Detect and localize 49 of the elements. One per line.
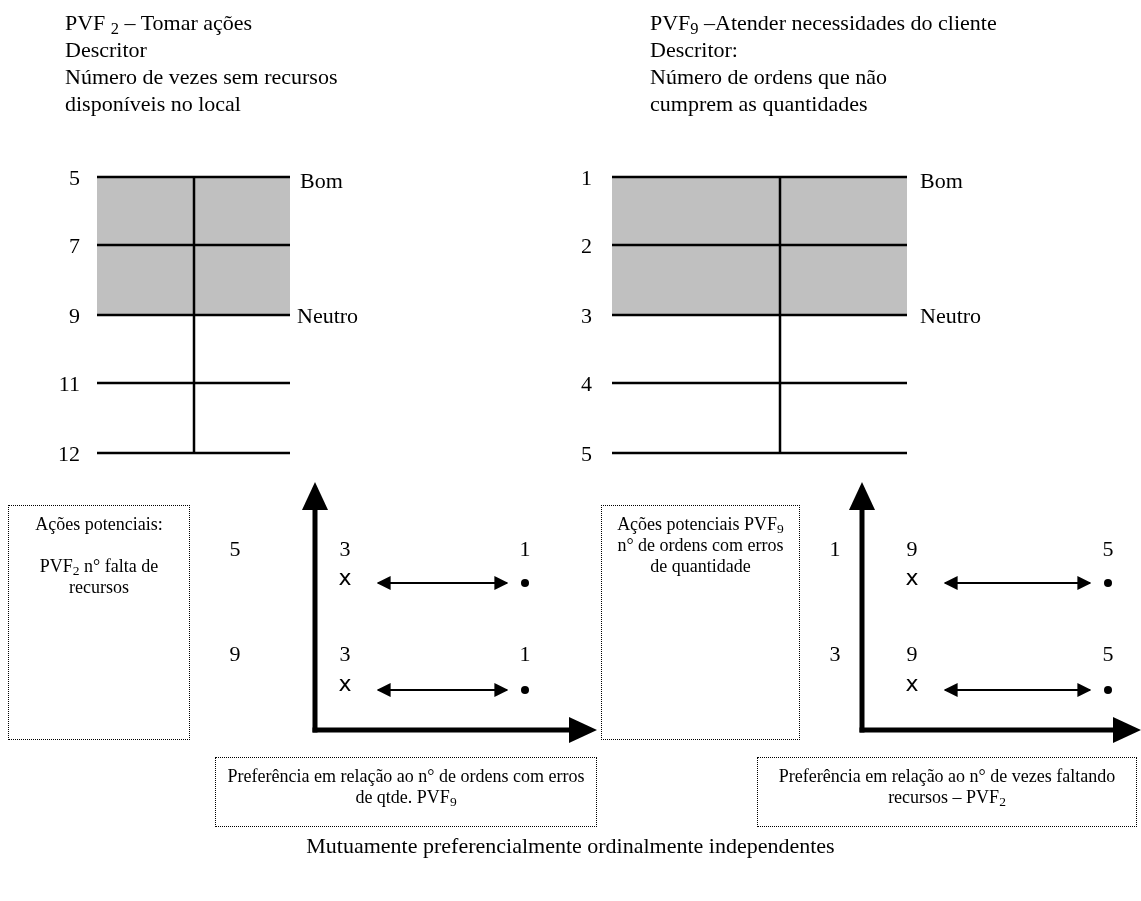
scale-anchor-label: Bom bbox=[920, 166, 963, 194]
x-mark: x bbox=[903, 672, 921, 696]
scale-value: 12 bbox=[58, 439, 80, 467]
caption: Mutuamente preferencialmente ordinalmente independentes bbox=[305, 832, 836, 859]
scale-value: 4 bbox=[581, 369, 592, 397]
dotted-text-box: Preferência em relação ao n° de ordens com erros de qtde. PVF$_{9}$ bbox=[215, 757, 597, 827]
dotted-text-box: Preferência em relação ao n° de vezes faltando recursos – PVF$_{2}$ bbox=[757, 757, 1137, 827]
double-arrow bbox=[943, 683, 1092, 697]
heading-text: Descritor: bbox=[650, 35, 738, 63]
heading-text: Número de vezes sem recursos disponíveis no local bbox=[65, 63, 339, 117]
double-arrow bbox=[943, 576, 1092, 590]
dotted-text-box: Ações potenciais PVF$_{9}$ n° de ordens com erros de quantidade bbox=[601, 505, 800, 740]
dot-mark bbox=[521, 686, 529, 694]
score-number: 3 bbox=[829, 639, 841, 667]
scale-value: 2 bbox=[581, 231, 592, 259]
heading-text: Descritor bbox=[65, 35, 147, 63]
dot-mark bbox=[521, 579, 529, 587]
double-arrow bbox=[376, 576, 509, 590]
scale-value: 7 bbox=[69, 231, 80, 259]
score-number: 3 bbox=[339, 534, 351, 562]
scale-anchor-label: Bom bbox=[300, 166, 343, 194]
scale-anchor-label: Neutro bbox=[297, 301, 359, 329]
scale-value: 11 bbox=[58, 369, 80, 397]
score-number: 1 bbox=[519, 639, 531, 667]
score-number: 9 bbox=[906, 639, 918, 667]
score-number: 9 bbox=[229, 639, 241, 667]
scale-value: 5 bbox=[581, 439, 592, 467]
double-arrow bbox=[376, 683, 509, 697]
heading-text: PVF$_{9}$ –Atender necessidades do cliente bbox=[650, 8, 997, 36]
score-number: 3 bbox=[339, 639, 351, 667]
score-number: 1 bbox=[829, 534, 841, 562]
score-number: 5 bbox=[1102, 534, 1114, 562]
scale-value: 9 bbox=[69, 301, 80, 329]
dot-mark bbox=[1104, 579, 1112, 587]
heading-text: Número de ordens que não cumprem as quantidades bbox=[650, 63, 889, 117]
scale-anchor-label: Neutro bbox=[920, 301, 982, 329]
x-mark: x bbox=[903, 566, 921, 590]
scale-value: 5 bbox=[69, 163, 80, 191]
dotted-text-box: Ações potenciais: PVF$_{2}$ n° falta de recursos bbox=[8, 505, 190, 740]
score-number: 5 bbox=[1102, 639, 1114, 667]
x-mark: x bbox=[336, 566, 354, 590]
score-number: 5 bbox=[229, 534, 241, 562]
scale-value: 3 bbox=[581, 301, 592, 329]
dot-mark bbox=[1104, 686, 1112, 694]
score-number: 9 bbox=[906, 534, 918, 562]
scale-value: 1 bbox=[581, 163, 592, 191]
score-number: 1 bbox=[519, 534, 531, 562]
x-mark: x bbox=[336, 672, 354, 696]
heading-text: PVF $_{2}$ – Tomar ações bbox=[65, 8, 253, 36]
